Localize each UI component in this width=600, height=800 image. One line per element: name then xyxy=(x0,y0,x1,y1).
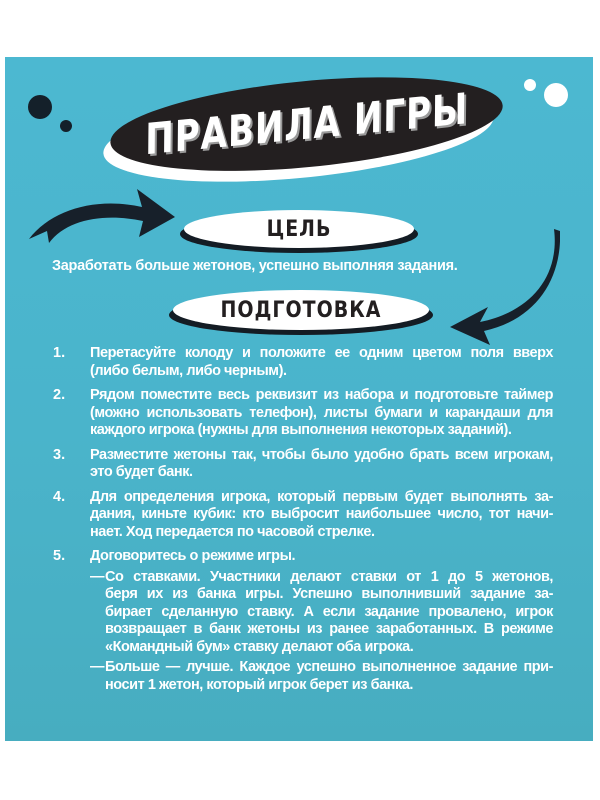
curved-arrow-right-icon xyxy=(29,189,175,243)
item-line: Договоритесь о режиме игры. xyxy=(90,548,296,564)
setup-heading-body: ПОДГОТОВКА xyxy=(173,290,429,330)
item-number: 3. xyxy=(53,446,66,463)
list-item: 5. Договоритесь о режиме игры. — Со став… xyxy=(53,548,553,694)
item-number: 5. xyxy=(53,548,66,564)
item-line: Перетасуйте колоду и положите ее одним ц… xyxy=(90,345,553,361)
item-line: каждого игрока (нужны для выполнения нек… xyxy=(90,422,512,438)
mode-line: беря их из банка игры. Успешно выполнивш… xyxy=(105,586,553,602)
item-number: 2. xyxy=(53,387,66,403)
game-mode-more-is-better: — Больше — лучше. Каждое успешно выполне… xyxy=(90,659,553,694)
goal-text: Заработать больше жетонов, успешно выпол… xyxy=(52,258,458,274)
setup-heading: ПОДГОТОВКА xyxy=(220,297,382,323)
mode-line: носит 1 жетон, который игрок берет из ба… xyxy=(105,676,413,693)
goal-heading-body: ЦЕЛЬ xyxy=(184,210,414,248)
item-line: нает. Ход передается по часовой стрелке. xyxy=(90,523,375,540)
item-line: это будет банк. xyxy=(90,464,193,480)
title-badge: ПРАВИЛА ИГРЫ xyxy=(99,60,512,198)
mode-line: Со ставками. Участники делают ставки от … xyxy=(105,568,553,585)
dark-dot-large-icon xyxy=(28,95,52,119)
item-number: 1. xyxy=(53,345,66,361)
setup-heading-badge: ПОДГОТОВКА xyxy=(169,290,433,335)
list-item: 1. Перетасуйте колоду и положите ее одни… xyxy=(53,345,553,380)
dark-dot-small-icon xyxy=(60,120,72,132)
list-item: 4. Для определения игрока, который первы… xyxy=(53,489,553,542)
goal-heading: ЦЕЛЬ xyxy=(266,216,332,242)
mode-line: возвращает в банк жетоны из ранее зарабо… xyxy=(105,621,553,637)
setup-steps-list: 1. Перетасуйте колоду и положите ее одни… xyxy=(53,345,553,701)
item-line: дания, киньте кубик: кто выбросит наибол… xyxy=(90,506,553,522)
rules-card: ПРАВИЛА ИГРЫ ЦЕЛЬ Заработать больше жето… xyxy=(5,57,593,741)
game-mode-betting: — Со ставками. Участники делают ставки о… xyxy=(90,569,553,657)
item-line: Рядом поместите весь реквизит из набора … xyxy=(90,387,553,403)
curved-arrow-down-left-icon xyxy=(450,229,560,345)
item-line: Разместите жетоны так, чтобы было удобно… xyxy=(90,446,553,463)
item-line: Для определения игрока, который первым б… xyxy=(90,488,553,505)
mode-line: Больше — лучше. Каждое успешно выполненн… xyxy=(105,659,553,675)
white-dot-large-icon xyxy=(544,83,568,107)
item-number: 4. xyxy=(53,488,66,505)
dash-bullet: — xyxy=(90,659,105,675)
title-badge-body: ПРАВИЛА ИГРЫ xyxy=(106,62,507,186)
white-dot-small-icon xyxy=(524,79,536,91)
list-item: 2. Рядом поместите весь реквизит из набо… xyxy=(53,387,553,440)
list-item: 3. Разместите жетоны так, чтобы было удо… xyxy=(53,447,553,482)
mode-line: «Командный бум» ставку делают оба игрока… xyxy=(105,638,414,655)
mode-line: бирает сделанную ставку. А если задание … xyxy=(105,603,553,620)
goal-heading-badge: ЦЕЛЬ xyxy=(180,210,418,253)
item-line: (можно использовать телефон), листы бума… xyxy=(90,404,553,421)
item-line: (либо белым, либо черным). xyxy=(90,362,287,379)
dash-bullet: — xyxy=(90,568,105,585)
